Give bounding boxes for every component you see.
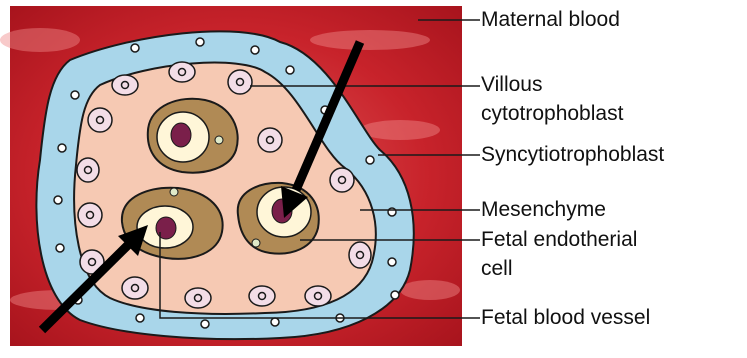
label-villous-line2: cytotrophoblast (481, 102, 623, 126)
label-fetal-endotherial-line2: cell (481, 257, 513, 281)
label-fetal-endotherial-line1: Fetal endotherial (481, 228, 637, 252)
fetal-vessel-top (148, 99, 238, 173)
label-maternal-blood: Maternal blood (481, 8, 620, 32)
fetal-vessel-right (238, 183, 319, 254)
label-mesenchyme: Mesenchyme (481, 198, 606, 222)
label-syncytiotrophoblast: Syncytiotrophoblast (481, 143, 664, 167)
label-fetal-blood-vessel: Fetal blood vessel (481, 306, 650, 330)
label-villous-line1: Villous (481, 73, 542, 97)
